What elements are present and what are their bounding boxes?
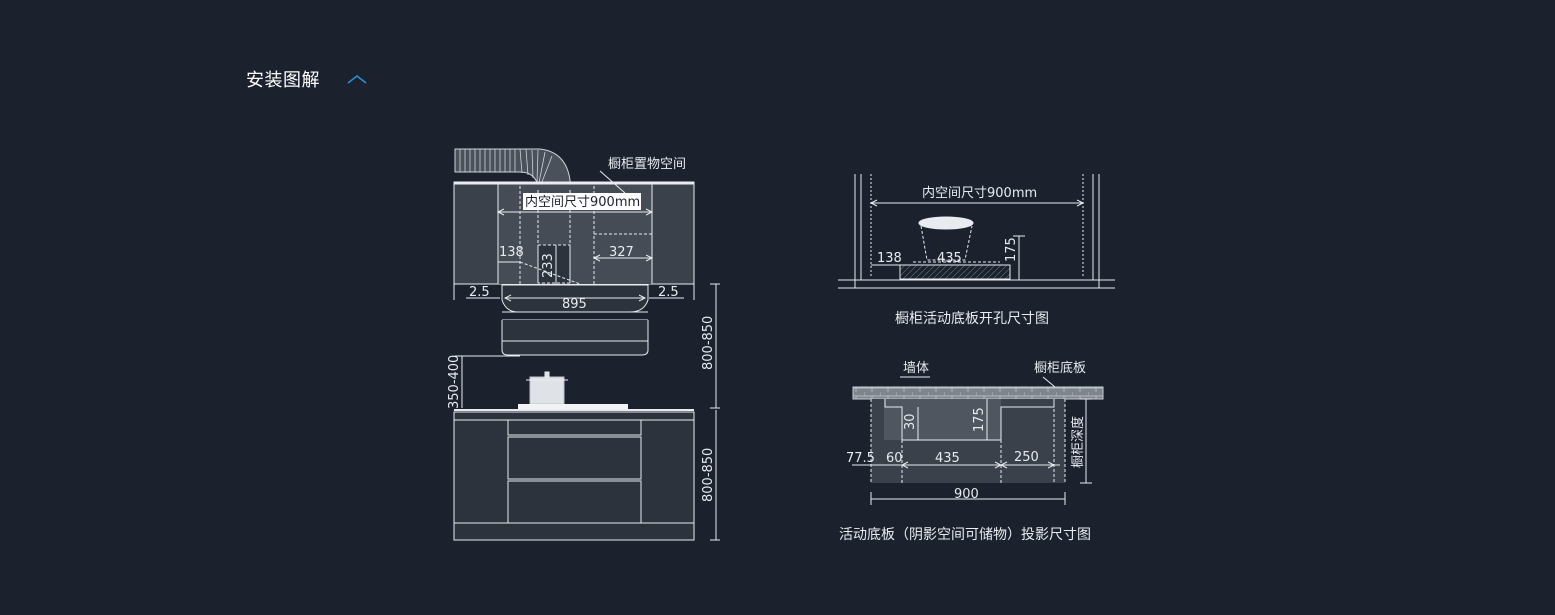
- dim-800-850-top: 800-850: [701, 316, 716, 370]
- proj-dim-175: 175: [972, 407, 987, 432]
- proj-caption: 活动底板（阴影空间可储物）投影尺寸图: [839, 527, 1091, 543]
- chevron-up-icon: [347, 74, 367, 84]
- hole-label-inner-space: 内空间尺寸900mm: [922, 185, 1037, 201]
- label-cabinet-space: 橱柜置物空间: [608, 157, 686, 172]
- collapse-toggle[interactable]: [344, 69, 370, 89]
- dim-895: 895: [562, 297, 587, 312]
- hole-diagram: [838, 174, 1115, 289]
- base-cabinet: [453, 411, 695, 541]
- dim-350-400: 350-400: [447, 355, 462, 409]
- proj-label-cabinet-bottom: 橱柜底板: [1034, 360, 1086, 376]
- pot-icon: [526, 371, 568, 405]
- proj-label-cabinet-depth: 橱柜深度: [1070, 416, 1086, 468]
- range-hood: [501, 284, 649, 356]
- proj-dim-77-5: 77.5: [846, 451, 875, 466]
- section-title: 安装图解: [246, 70, 320, 91]
- hole-dim-138: 138: [877, 251, 902, 266]
- dim-233: 233: [541, 253, 556, 278]
- proj-dim-900: 900: [954, 487, 979, 502]
- proj-dim-435: 435: [935, 451, 960, 466]
- hole-diagram-labels: 内空间尺寸900mm 138 435 175 橱柜活动底板开孔尺寸图: [877, 185, 1049, 327]
- hole-caption: 橱柜活动底板开孔尺寸图: [895, 311, 1049, 327]
- projection-diagram: [852, 376, 1104, 505]
- dim-2-5-right: 2.5: [658, 285, 679, 300]
- dim-800-850-bottom: 800-850: [701, 448, 716, 502]
- proj-label-wall: 墙体: [903, 361, 929, 376]
- label-inner-space: 内空间尺寸900mm: [525, 194, 640, 210]
- proj-dim-60: 60: [886, 451, 903, 466]
- section-header: 安装图解: [246, 66, 370, 92]
- dim-138: 138: [499, 245, 524, 260]
- hole-dim-175: 175: [1004, 237, 1019, 262]
- projection-diagram-labels: 墙体 橱柜底板 橱柜深度 30 175 77.5 60 435 250 900 …: [839, 360, 1091, 543]
- front-elevation-labels: 橱柜置物空间 内空间尺寸900mm 138 233 327 2.5 2.5 89…: [447, 157, 716, 502]
- dim-2-5-left: 2.5: [469, 285, 490, 300]
- proj-dim-250: 250: [1014, 450, 1039, 465]
- dim-327: 327: [609, 245, 634, 260]
- proj-dim-30: 30: [903, 413, 918, 430]
- cooktop: [518, 404, 628, 409]
- front-elevation-diagram: [453, 148, 720, 541]
- hole-dim-435: 435: [937, 251, 962, 266]
